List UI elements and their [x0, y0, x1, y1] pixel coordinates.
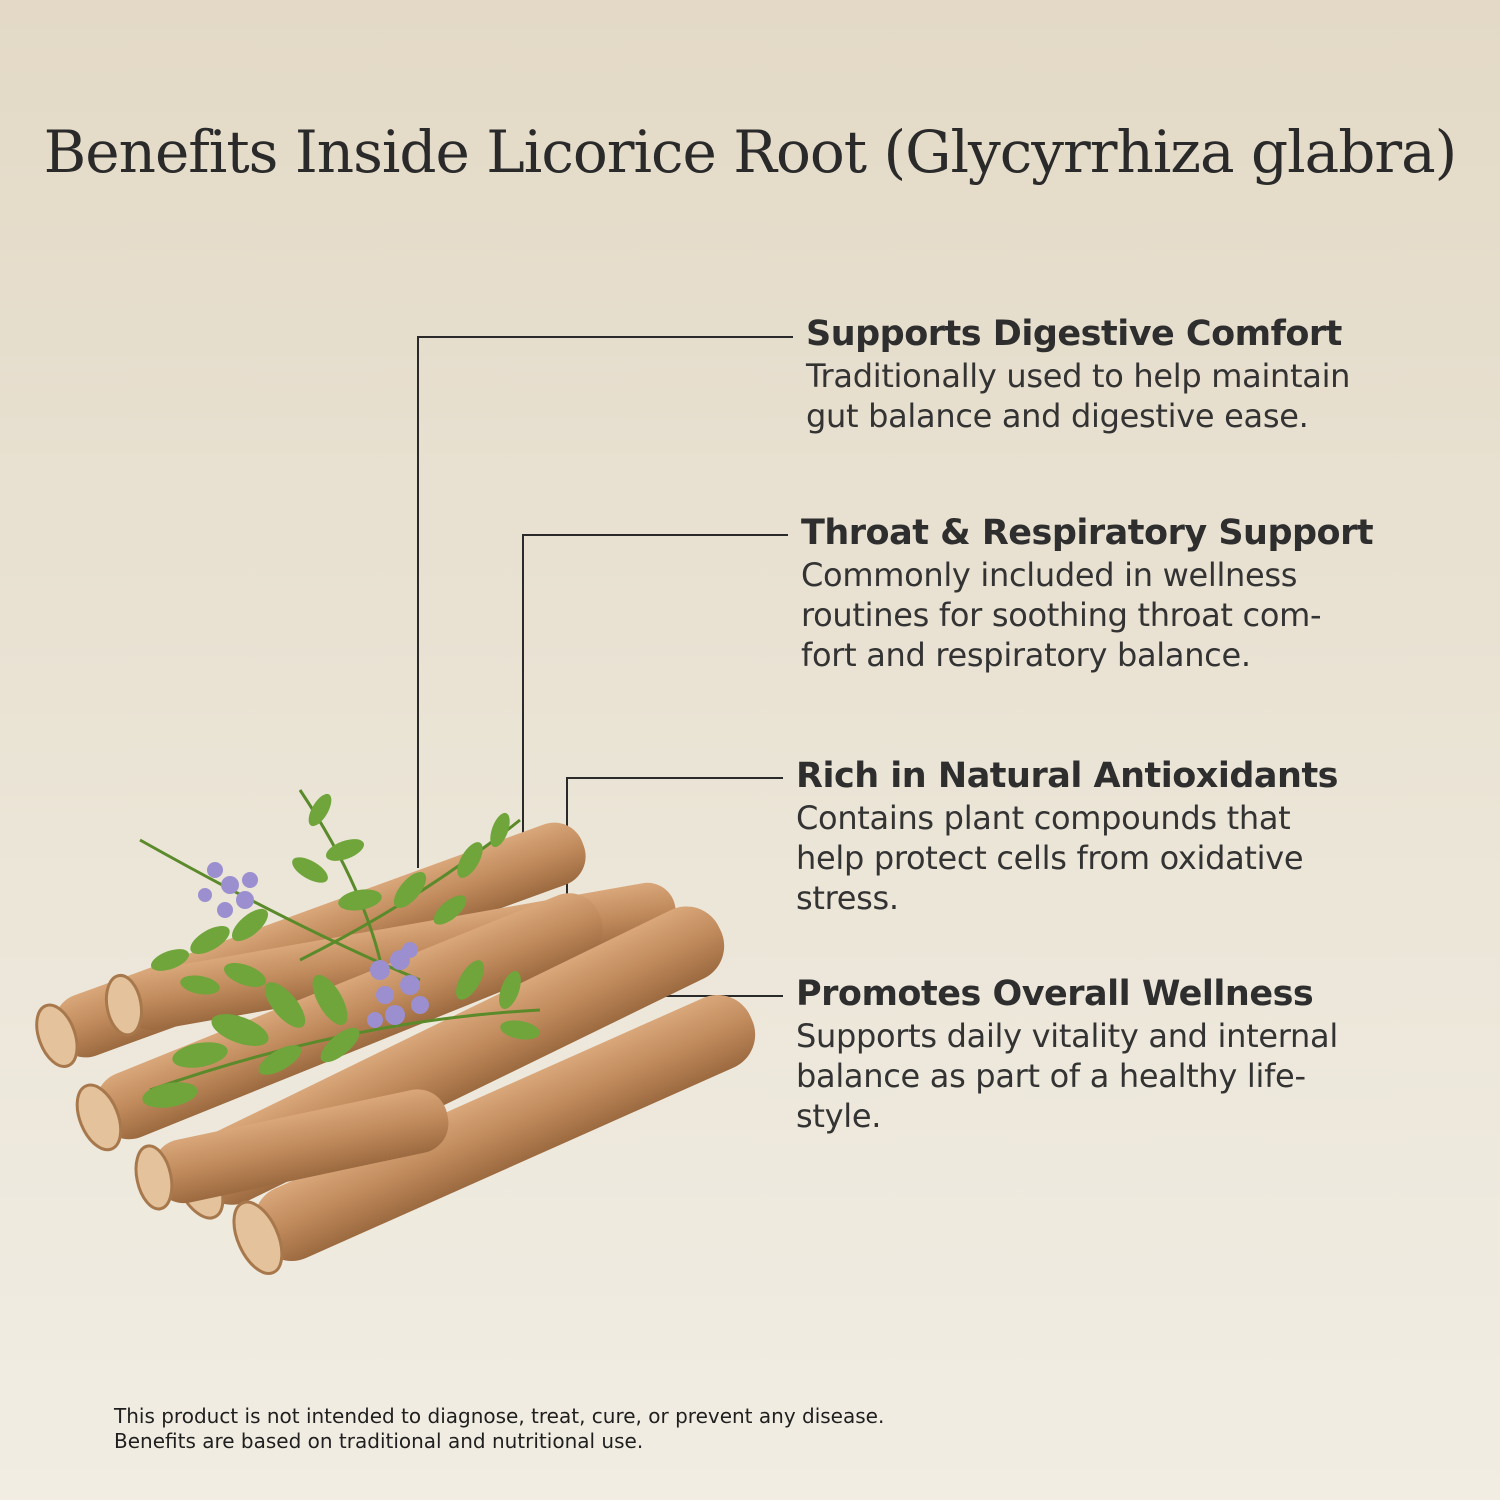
- leaf-sprigs: [139, 789, 541, 1108]
- benefit-description: Supports daily vitality and internal bal…: [796, 1016, 1338, 1136]
- benefit-wellness: Promotes Overall Wellness Supports daily…: [796, 974, 1338, 1136]
- benefit-description-line: help protect cells from oxidative: [796, 839, 1304, 877]
- benefit-description-line: Traditionally used to help maintain: [806, 357, 1351, 395]
- benefit-description-line: balance as part of a healthy life-: [796, 1057, 1306, 1095]
- benefit-description-line: stress.: [796, 879, 899, 917]
- benefit-description-line: Commonly included in wellness: [801, 556, 1298, 594]
- disclaimer-line: This product is not intended to diagnose…: [114, 1404, 885, 1428]
- benefit-description: Commonly included in wellness routines f…: [801, 555, 1373, 675]
- benefit-description: Traditionally used to help maintain gut …: [806, 356, 1350, 436]
- benefit-heading: Rich in Natural Antioxidants: [796, 756, 1339, 796]
- benefit-description-line: routines for soothing throat com-: [801, 596, 1322, 634]
- benefit-digestive: Supports Digestive Comfort Traditionally…: [806, 314, 1350, 436]
- root-sticks: [35, 822, 756, 1275]
- benefit-throat: Throat & Respiratory Support Commonly in…: [801, 513, 1374, 675]
- page-title: Benefits Inside Licorice Root (Glycyrrhi…: [43, 118, 1458, 186]
- benefit-heading: Supports Digestive Comfort: [806, 314, 1342, 354]
- benefit-description-line: gut balance and digestive ease.: [806, 397, 1309, 435]
- disclaimer-line: Benefits are based on traditional and nu…: [114, 1429, 644, 1453]
- benefit-description: Contains plant compounds that help prote…: [796, 798, 1338, 918]
- benefit-description-line: style.: [796, 1097, 882, 1135]
- benefit-heading: Throat & Respiratory Support: [801, 513, 1374, 553]
- disclaimer: This product is not intended to diagnose…: [114, 1404, 884, 1454]
- benefit-antioxidants: Rich in Natural Antioxidants Contains pl…: [796, 756, 1339, 918]
- flower-clusters: [198, 862, 429, 1028]
- benefit-description-line: Contains plant compounds that: [796, 799, 1291, 837]
- root-stick: [134, 1089, 449, 1211]
- connector-line-2: [522, 534, 788, 858]
- benefit-description-line: Supports daily vitality and internal: [796, 1017, 1338, 1055]
- root-stick: [75, 893, 603, 1152]
- benefit-description-line: fort and respiratory balance.: [801, 636, 1251, 674]
- root-stick: [232, 994, 756, 1275]
- connector-line-1: [417, 336, 793, 868]
- benefit-heading: Promotes Overall Wellness: [796, 974, 1314, 1014]
- connector-lines: [417, 336, 793, 997]
